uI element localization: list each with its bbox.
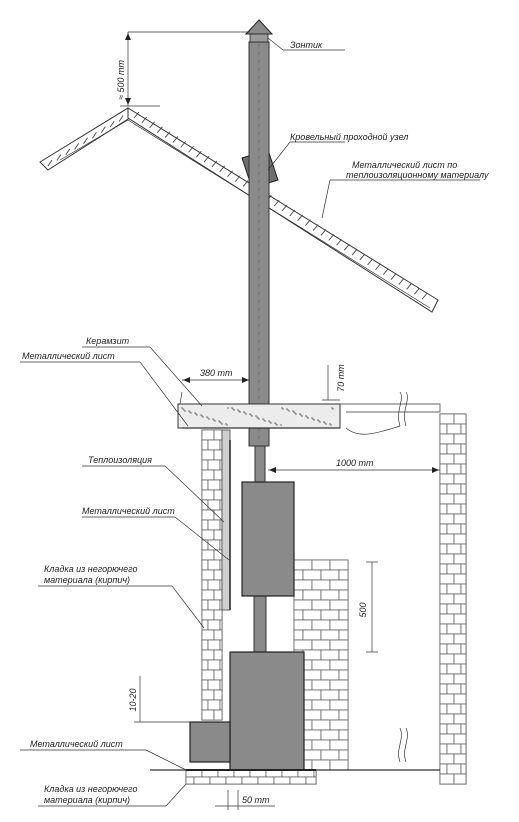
stove-firebox-door [189,721,231,763]
roof [39,107,439,313]
dim-gap: 10-20 [128,688,138,711]
ceiling-slab [177,391,441,435]
label-zontik: Зонтик [290,40,323,50]
brick-wall-left [201,429,231,721]
label-metal-sheet-roof-2: теплоизоляционному материалу [346,170,489,180]
label-metal-sheet-roof-1: Металлический лист по [352,160,457,170]
label-masonry-floor-2: материала (кирпич) [44,795,130,805]
dimension-lines [120,31,440,810]
label-masonry-wall-1: Кладка из негорючего [44,564,137,574]
keramzit-layer [177,403,341,429]
chimney-pipe [244,19,274,653]
dim-above-ridge: ≈ 500 mm [116,60,126,100]
label-keramzit: Керамзит [86,336,130,346]
insulation-left [221,429,231,611]
heat-exchanger-tank [241,481,295,597]
dim-to-wall: 1000 mm [336,458,374,468]
label-metal-sheet-wall: Металлический лист [82,506,175,516]
leader-lines [20,37,480,807]
label-roof-node: Кровельный проходной узел [290,132,408,142]
label-masonry-floor-1: Кладка из негорючего [44,784,137,794]
dim-brick-height: 500 [358,602,368,617]
dim-floor-offset: 50 mm [242,795,270,805]
label-teploizol: Теплоизоляция [88,455,152,465]
label-metal-sheet-ceiling: Металлический лист [22,351,115,361]
arrowheads [125,33,439,473]
brick-wall-right [398,413,467,785]
dim-insulation-thickness: 70 mm [336,364,346,392]
label-masonry-wall-2: материала (кирпич) [44,575,130,585]
dim-ceiling-offset: 380 mm [200,368,233,378]
floor [150,769,440,785]
stove [189,651,305,775]
label-metal-sheet-floor: Металлический лист [30,739,123,749]
